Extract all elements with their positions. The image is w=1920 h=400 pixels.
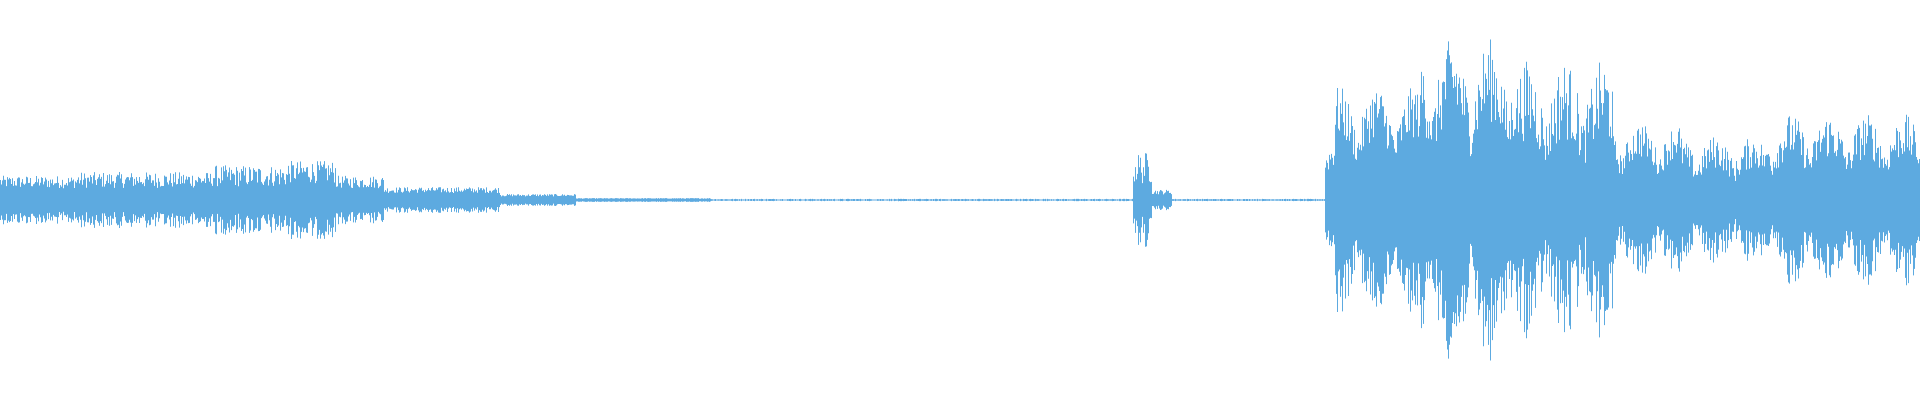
waveform-svg bbox=[0, 39, 1920, 361]
audio-waveform bbox=[0, 39, 1920, 361]
